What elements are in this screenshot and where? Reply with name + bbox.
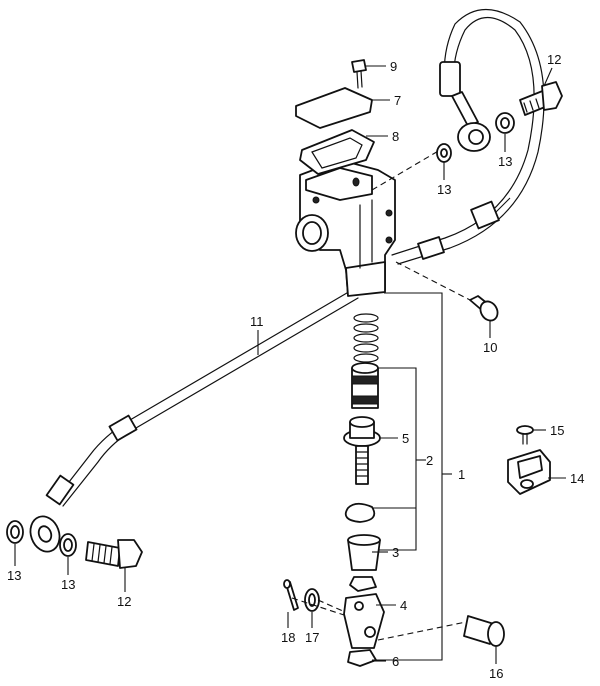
banjo-bolt-lower	[85, 539, 143, 569]
pin-washer	[304, 588, 320, 612]
callout-15: 15	[550, 423, 564, 438]
callout-16: 16	[489, 666, 503, 681]
callout-labels: 1 2 3 4 5 6 7 8 9 10 11 12 12 13 13 13 1…	[7, 52, 584, 681]
callout-18: 18	[281, 630, 295, 645]
circlip	[344, 502, 376, 523]
callout-5: 5	[402, 431, 409, 446]
master-cylinder-body	[295, 159, 396, 297]
clevis-pin	[463, 615, 505, 647]
sealing-washer-upper-right	[495, 112, 515, 134]
callout-11: 11	[250, 314, 264, 329]
lower-banjo-fitting	[29, 515, 61, 553]
brake-pipe	[45, 289, 359, 507]
clevis	[343, 593, 385, 649]
callout-6: 6	[392, 654, 399, 669]
upper-banjo-fitting	[457, 122, 491, 152]
sealing-washer-lower-left	[6, 520, 24, 544]
callout-3: 3	[392, 545, 399, 560]
callout-2: 2	[426, 453, 433, 468]
callout-13-upper-left: 13	[437, 182, 451, 197]
cap-screw	[351, 59, 367, 89]
callout-1: 1	[458, 467, 465, 482]
callout-7: 7	[394, 93, 401, 108]
leader-lines	[14, 65, 566, 664]
hose-bracket	[507, 449, 551, 495]
callout-12-lower: 12	[117, 594, 131, 609]
callout-4: 4	[400, 598, 407, 613]
upper-brake-hose	[391, 8, 545, 265]
return-spring	[353, 313, 379, 363]
callout-12-upper: 12	[547, 52, 561, 67]
sealing-washer-lower-mid	[59, 533, 77, 557]
banjo-bolt-upper	[519, 81, 563, 116]
callout-14: 14	[570, 471, 584, 486]
bracket-screw	[516, 425, 534, 445]
reservoir-cap	[295, 87, 373, 129]
push-rod	[343, 416, 381, 485]
boot	[347, 534, 381, 571]
callout-8: 8	[392, 129, 399, 144]
callout-13-upper-right: 13	[498, 154, 512, 169]
callout-17: 17	[305, 630, 319, 645]
callout-13-lower-left: 13	[7, 568, 21, 583]
upper-nut	[349, 576, 377, 592]
sealing-washer-upper-left	[436, 143, 452, 163]
callout-13-lower-mid: 13	[61, 577, 75, 592]
lower-nut	[347, 649, 377, 667]
cotter-pin	[283, 579, 299, 611]
piston	[351, 362, 379, 409]
callout-10: 10	[483, 340, 497, 355]
callout-9: 9	[390, 59, 397, 74]
diaphragm	[299, 129, 375, 175]
mounting-screw	[469, 295, 499, 322]
